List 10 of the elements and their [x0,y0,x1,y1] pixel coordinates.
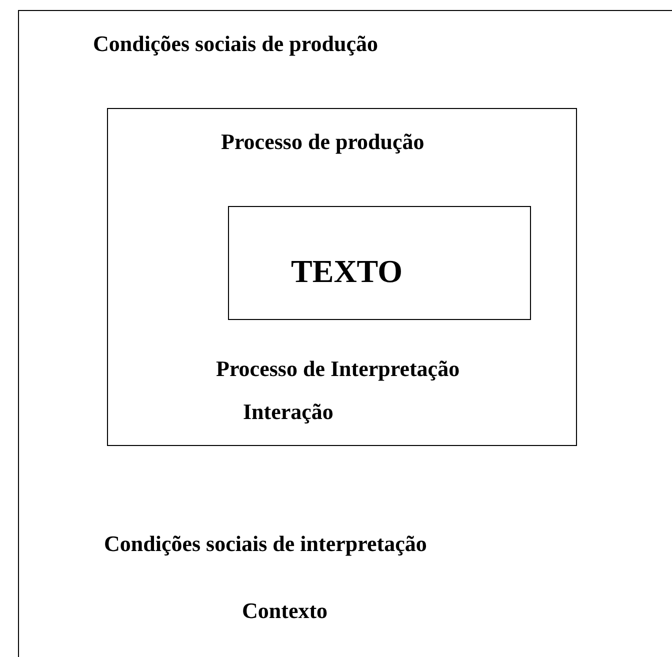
heading-text: Processo de Interpretação [216,356,460,382]
heading-text: Contexto [242,598,328,624]
process-box [107,108,577,446]
heading-text: Condições sociais de produção [93,31,378,57]
label-text: TEXTO [291,253,402,290]
outer-frame [18,10,672,657]
heading-text: Condições sociais de interpretação [104,531,427,557]
heading-text: Interação [243,399,334,425]
heading-text: Processo de produção [221,129,424,155]
text-box [228,206,531,320]
